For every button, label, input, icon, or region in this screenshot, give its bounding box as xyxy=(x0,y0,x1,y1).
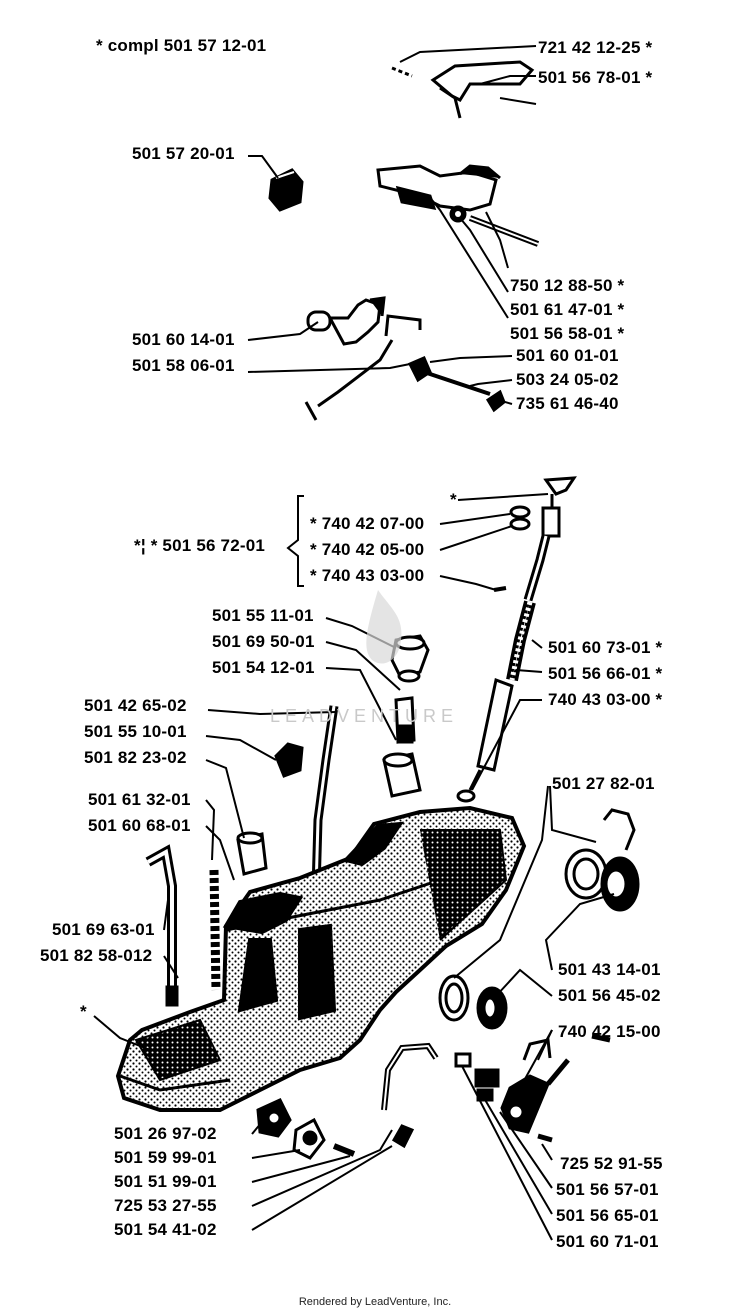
choke-control-assembly xyxy=(304,296,506,421)
part-label: 501 82 23-02 xyxy=(84,748,187,767)
part-label: 725 53 27-55 xyxy=(114,1196,217,1215)
part-label: 501 69 50-01 xyxy=(212,632,315,651)
part-label: 740 43 03-00 * xyxy=(548,690,663,709)
part-label: 501 59 99-01 xyxy=(114,1148,217,1167)
watermark-flame-icon xyxy=(366,590,402,664)
part-label: 501 56 58-01 * xyxy=(510,324,625,343)
part-label: 725 52 91-55 xyxy=(560,1154,663,1173)
part-label: 501 61 32-01 xyxy=(88,790,191,809)
part-label: 501 56 45-02 xyxy=(558,986,661,1005)
part-label: 740 42 15-00 xyxy=(558,1022,661,1041)
part-label: 501 60 14-01 xyxy=(132,330,235,349)
part-label: 501 26 97-02 xyxy=(114,1124,217,1143)
part-label: 501 60 01-01 xyxy=(516,346,619,365)
fuel-hose xyxy=(311,705,339,891)
part-label: 501 60 73-01 * xyxy=(548,638,663,657)
part-label: 735 61 46-40 xyxy=(516,394,619,413)
part-label: 501 60 71-01 xyxy=(556,1232,659,1251)
part-label: 501 82 58-012 xyxy=(40,946,153,965)
leader-lines xyxy=(93,45,615,1241)
part-label: 501 27 82-01 xyxy=(552,774,655,793)
part-label: 501 51 99-01 xyxy=(114,1172,217,1191)
part-label: 501 55 10-01 xyxy=(84,722,187,741)
part-label: 501 54 12-01 xyxy=(212,658,315,677)
footer-credit: Rendered by LeadVenture, Inc. xyxy=(298,1296,452,1308)
watermark: LEADVENTURE xyxy=(270,706,459,726)
chain-tensioner-parts xyxy=(454,1033,611,1143)
throttle-lock-block xyxy=(268,168,304,212)
part-label: 501 56 57-01 xyxy=(556,1180,659,1199)
part-label: 501 56 65-01 xyxy=(556,1206,659,1225)
part-label: 501 69 63-01 xyxy=(52,920,155,939)
filler-cap-and-pipe xyxy=(456,476,577,803)
throttle-trigger-part xyxy=(391,60,535,119)
part-label: * xyxy=(450,490,457,509)
part-label: * 740 43 03-00 xyxy=(310,566,425,585)
part-label: 501 43 14-01 xyxy=(558,960,661,979)
part-label: 503 24 05-02 xyxy=(516,370,619,389)
part-label: 750 12 88-50 * xyxy=(510,276,625,295)
part-label: 501 54 41-02 xyxy=(114,1220,217,1239)
part-label: 501 42 65-02 xyxy=(84,696,187,715)
kit-bracket xyxy=(286,495,304,587)
part-label: * xyxy=(80,1002,87,1021)
crankcase-housing xyxy=(115,805,527,1112)
part-label: 501 56 66-01 * xyxy=(548,664,663,683)
pump-parts xyxy=(236,634,430,876)
part-label: 501 58 06-01 xyxy=(132,356,235,375)
part-label: 501 57 20-01 xyxy=(132,144,235,163)
part-label: 501 56 78-01 * xyxy=(538,68,653,87)
part-label: 501 55 11-01 xyxy=(212,606,314,625)
oil-seal-rings xyxy=(438,808,640,1030)
part-label: * 740 42 07-00 xyxy=(310,514,425,533)
throttle-lever-assembly xyxy=(376,164,540,247)
oil-hose-and-filter xyxy=(145,844,221,1007)
part-label: 501 60 68-01 xyxy=(88,816,191,835)
kit-label: *¦ * 501 56 72-01 xyxy=(134,536,266,555)
part-label: 721 42 12-25 * xyxy=(538,38,653,57)
part-label: 501 61 47-01 * xyxy=(510,300,625,319)
lower-small-parts xyxy=(256,1042,439,1160)
assembly-note: * compl 501 57 12-01 xyxy=(96,36,267,55)
part-label: * 740 42 05-00 xyxy=(310,540,425,559)
